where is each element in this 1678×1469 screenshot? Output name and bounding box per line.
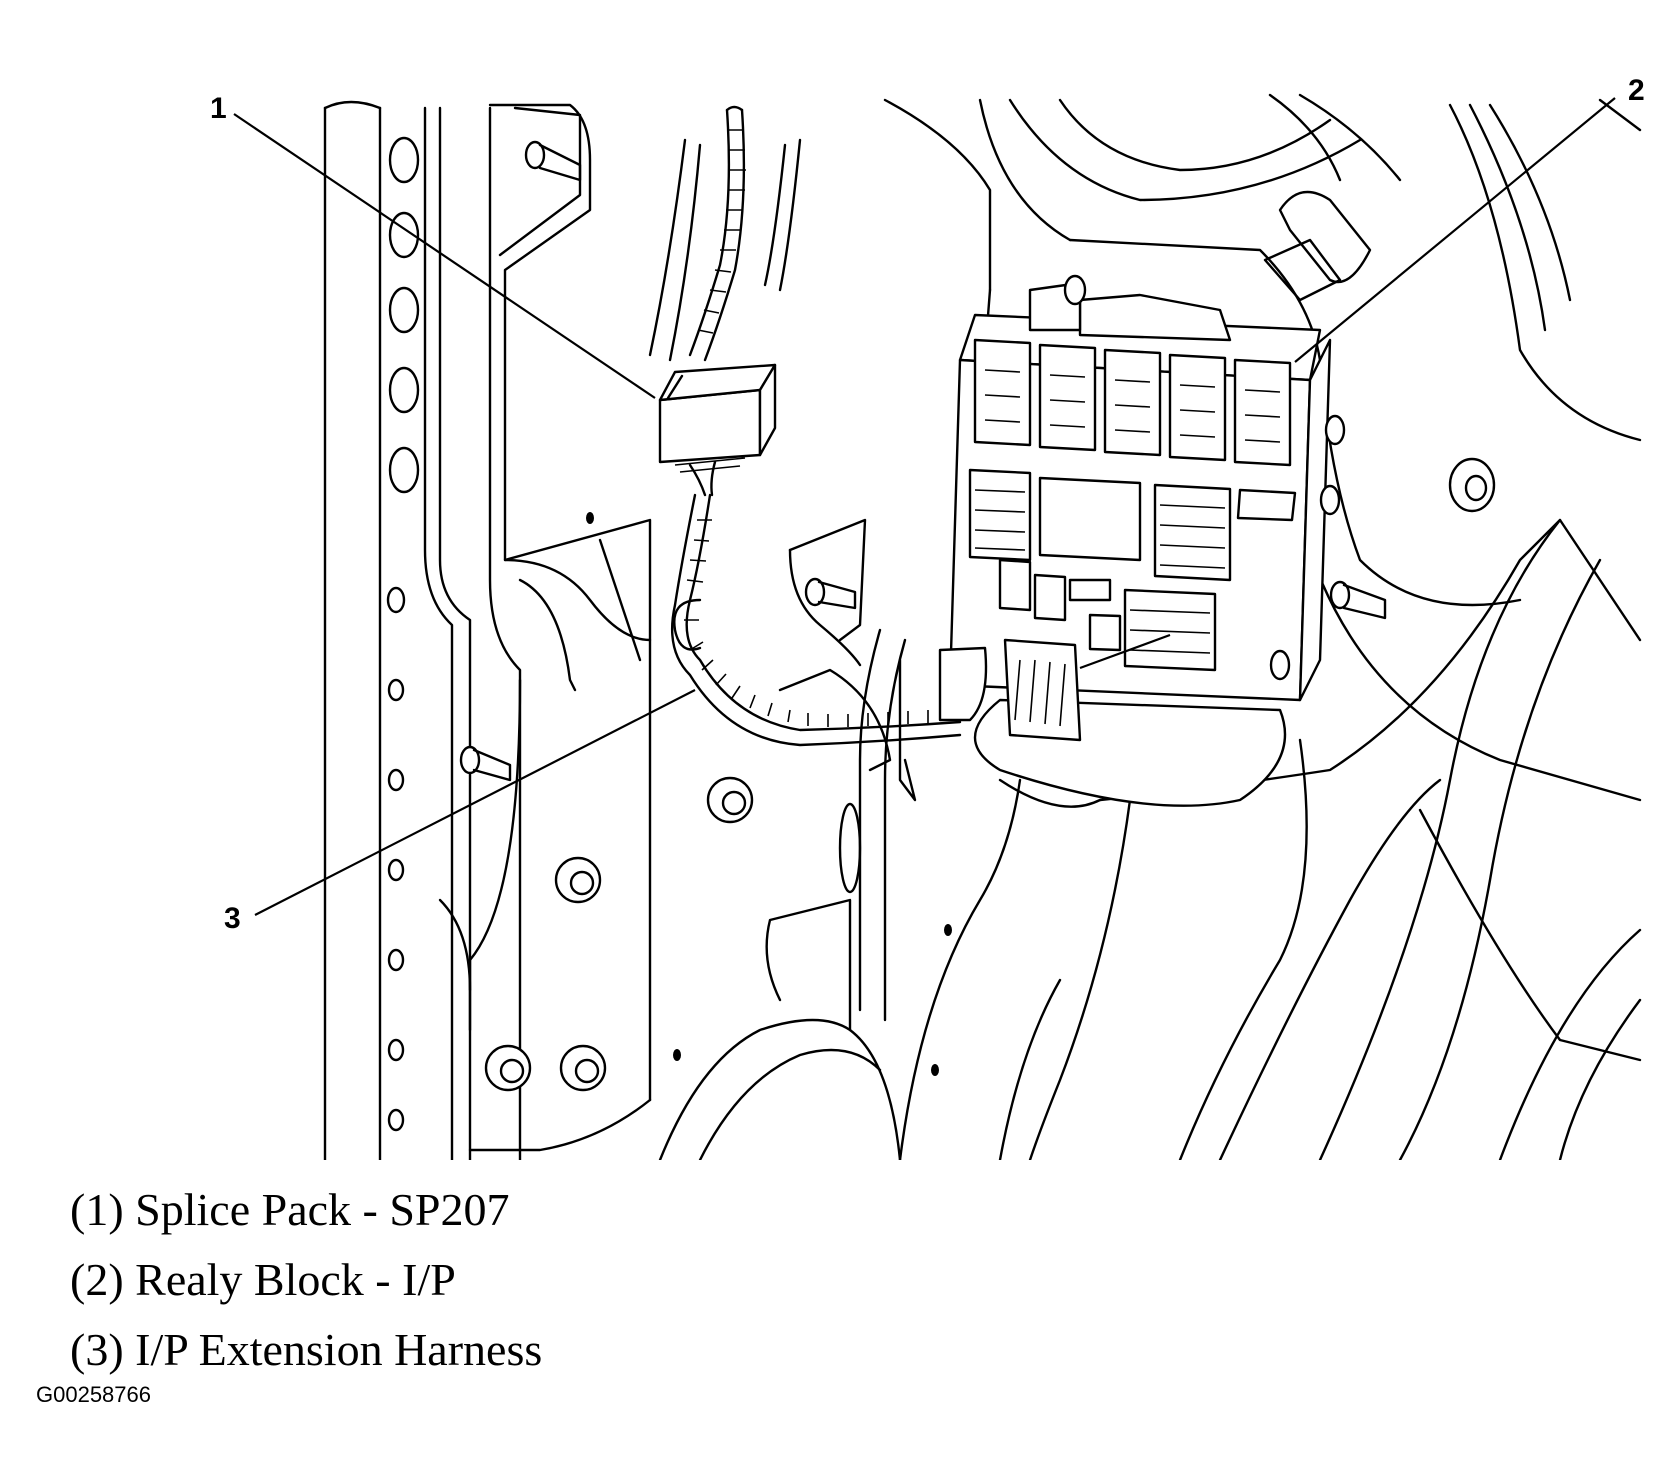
legend-item-extension-harness: (3) I/P Extension Harness	[70, 1324, 543, 1375]
leader-line-3	[254, 689, 696, 916]
inner-door-panel	[438, 103, 754, 1152]
leader-lines	[233, 97, 1616, 916]
body-panel-right	[883, 93, 1642, 1160]
callout-1: 1	[210, 92, 227, 125]
legend-item-relay-block: (2) Realy Block - I/P	[70, 1254, 456, 1305]
figure-id: G00258766	[36, 1382, 151, 1407]
component-location-drawing	[233, 93, 1642, 1160]
leader-line-1	[233, 113, 656, 399]
callout-2: 2	[1628, 74, 1645, 107]
harness-upper	[688, 105, 746, 362]
leader-line-2b	[1079, 633, 1171, 670]
splice-pack	[658, 363, 777, 497]
callout-3: 3	[224, 902, 241, 935]
center-bracket	[658, 518, 1062, 1160]
left-pillar	[323, 100, 522, 1160]
relay-block	[938, 274, 1346, 807]
legend-item-splice-pack: (1) Splice Pack - SP207	[70, 1184, 510, 1235]
harness-channel	[648, 138, 802, 362]
harness-lower	[671, 493, 962, 747]
legend: (1) Splice Pack - SP207 (2) Realy Block …	[70, 1175, 542, 1385]
leader-line-2	[1294, 97, 1616, 363]
